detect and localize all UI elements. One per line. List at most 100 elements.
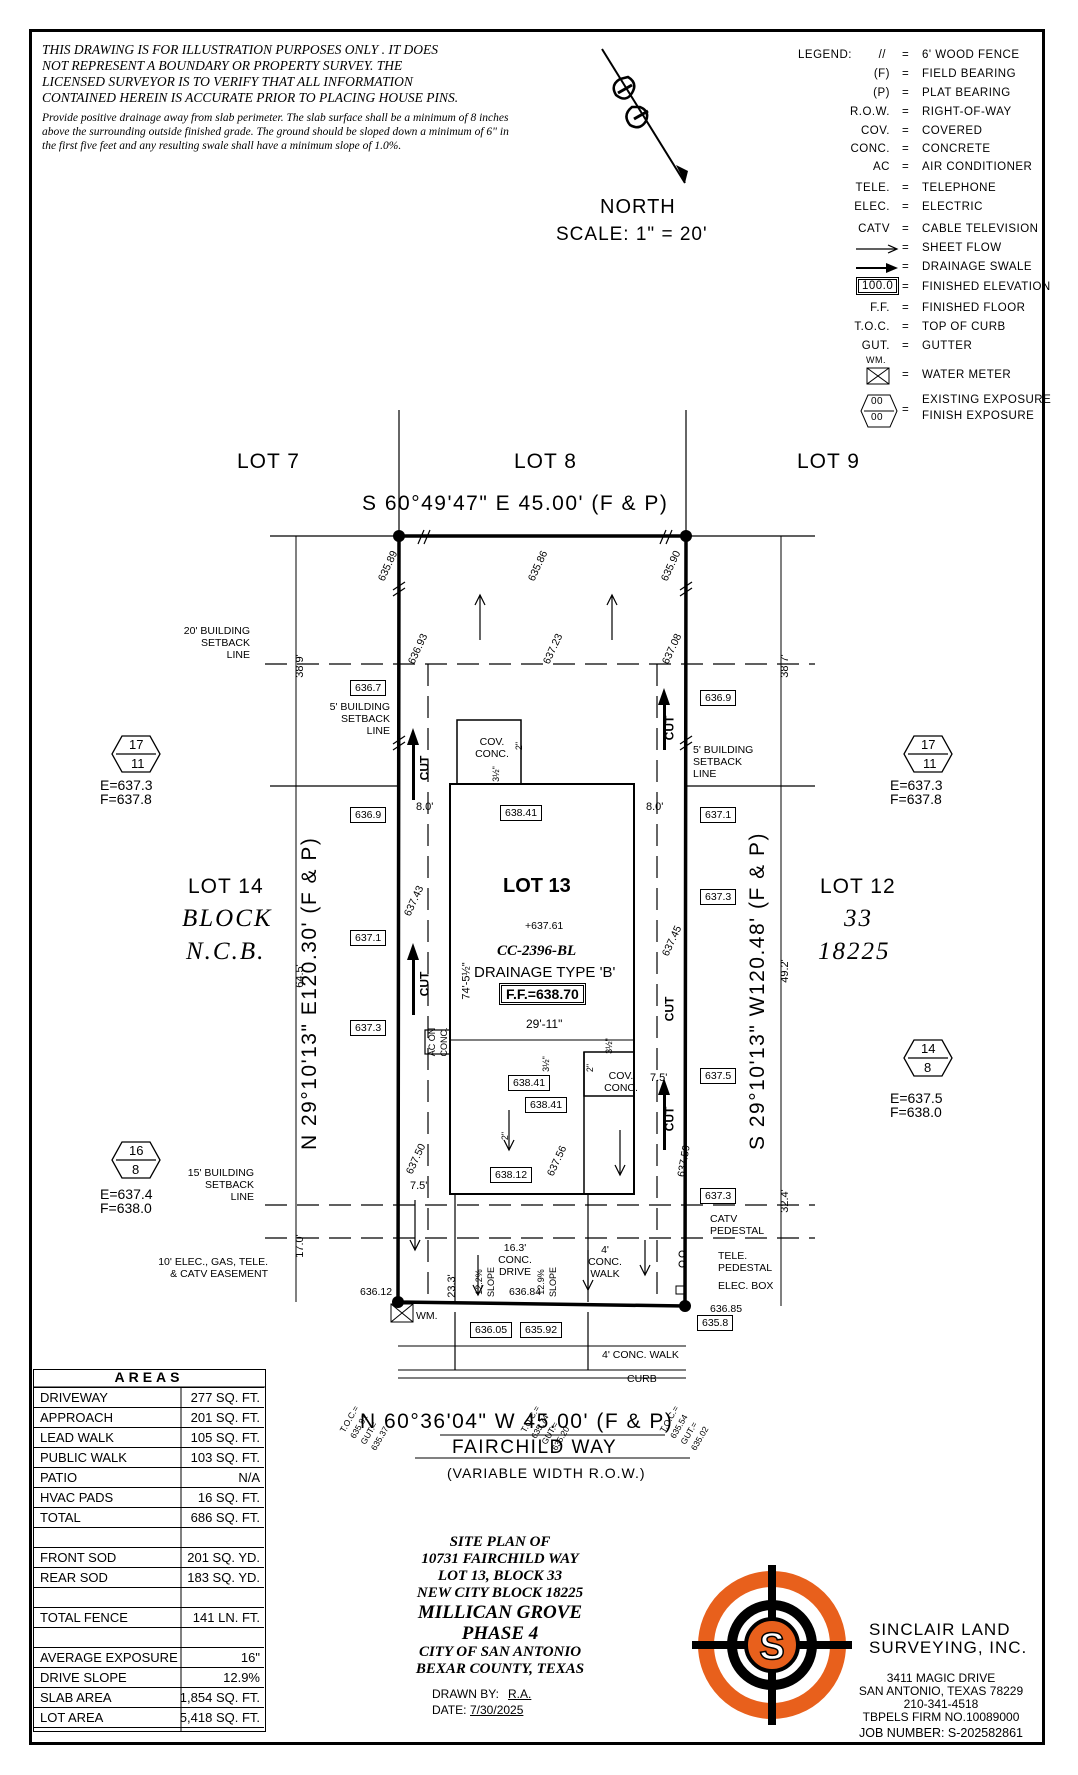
company-name-line2: SURVEYING, INC. [869, 1638, 1028, 1657]
disclaimer-line: THIS DRAWING IS FOR ILLUSTRATION PURPOSE… [42, 42, 438, 57]
covered-concrete-label: COV. CONC. [604, 1070, 638, 1094]
elevation-box: 636.9 [350, 807, 387, 823]
legend-eq: = [902, 404, 910, 416]
slope-label: 12.2% SLOPE [474, 1267, 496, 1298]
spot-elevation: 636.12 [360, 1286, 393, 1298]
ncb-label: N.C.B. [186, 938, 266, 965]
areas-row-name: DRIVEWAY [40, 1390, 108, 1405]
legend-key: (F) [873, 68, 890, 80]
title-line: SITE PLAN OF [449, 1534, 551, 1550]
drive-label: 16.3' CONC. DRIVE [498, 1242, 532, 1278]
exposure-finish: 8 [924, 1060, 932, 1075]
lot-14-label: LOT 14 [188, 875, 264, 898]
elevation-box: 637.1 [700, 807, 737, 823]
areas-row-value: 103 SQ. FT. [190, 1450, 260, 1465]
ac-pad-label: AC ON CONC. [427, 1027, 449, 1057]
dimension-text: 3½" [490, 766, 501, 782]
legend-value: DRAINAGE SWALE [922, 261, 1033, 273]
dimension-text: 8.0' [416, 801, 434, 813]
legend-value: GUTTER [922, 340, 973, 352]
legend-value: AIR CONDITIONER [922, 161, 1033, 173]
areas-row-value: 141 LN. FT. [192, 1610, 260, 1625]
legend-eq: = [902, 68, 910, 80]
legend-eq: = [902, 242, 910, 254]
areas-row [34, 1628, 264, 1648]
exposure-existing: 14 [921, 1041, 936, 1056]
setback-15-label: 15' BUILDING SETBACK LINE [187, 1167, 254, 1203]
legend-value: PLAT BEARING [922, 87, 1011, 99]
elevation-box: 636.7 [350, 680, 387, 696]
legend-eq: = [902, 302, 910, 314]
dimension-text: 3½" [540, 1056, 551, 1072]
legend-eq: = [902, 182, 910, 194]
disclaimer-note: THIS DRAWING IS FOR ILLUSTRATION PURPOSE… [42, 42, 512, 106]
elevation-box: 637.1 [350, 930, 387, 946]
title-line: 10731 FAIRCHILD WAY [421, 1551, 579, 1567]
legend-eq: = [902, 369, 910, 381]
exposure-fin: F=638.0 [890, 1104, 942, 1120]
elevation-box: 638.41 [500, 805, 543, 821]
drawing-frame [29, 29, 1045, 1745]
curb-label: CURB [627, 1373, 657, 1385]
drainage-type-label: DRAINAGE TYPE 'B' [474, 964, 616, 981]
logo-letter: S [759, 1626, 784, 1668]
legend-eq: = [902, 261, 910, 273]
areas-row-name: SLAB AREA [40, 1690, 112, 1705]
areas-row-name: LOT AREA [40, 1710, 104, 1725]
exposure-fin: F=638.0 [100, 1200, 152, 1216]
legend-value: FINISHED ELEVATION [922, 281, 1051, 293]
scale-label: SCALE: 1" = 20' [556, 224, 708, 245]
dimension-text: 38.9' [293, 654, 306, 678]
legend-value: WATER METER [922, 369, 1012, 381]
exposure-finish: 11 [131, 756, 145, 771]
date-value: 7/30/2025 [470, 1703, 524, 1717]
ncb-number: 18225 [818, 938, 891, 965]
left-bearing-text: N 29°10'13" E120.30' (F & P) [298, 836, 321, 1150]
legend-value: RIGHT-OF-WAY [922, 106, 1012, 118]
title-line: LOT 13, BLOCK 33 [437, 1568, 563, 1584]
legend-key: AC [873, 161, 890, 173]
legend-value: EXISTING EXPOSURE [922, 394, 1052, 406]
elevation-box: 637.3 [700, 1188, 737, 1204]
lot-9-label: LOT 9 [797, 450, 860, 473]
areas-row-name: PUBLIC WALK [40, 1450, 127, 1465]
areas-row-name: AVERAGE EXPOSURE [40, 1650, 178, 1665]
legend-key: (P) [873, 87, 890, 99]
company-logo-icon: S [692, 1565, 852, 1725]
legend-key: TELE. [855, 182, 890, 194]
setback-5-left-label: 5' BUILDING SETBACK LINE [329, 701, 390, 737]
legend-key: T.O.C. [854, 321, 890, 333]
company-address-2: SAN ANTONIO, TEXAS 78229 [858, 1684, 1024, 1698]
legend-key: CATV [858, 223, 890, 235]
dimension-text: 49.2' [778, 959, 791, 983]
legend-value: SHEET FLOW [922, 242, 1002, 254]
exposure-elev: E=637.3 [100, 777, 153, 793]
elevation-box: 635.92 [520, 1322, 563, 1338]
areas-row-value: 183 SQ. YD. [187, 1570, 260, 1585]
areas-row-value: 16" [240, 1650, 260, 1665]
legend-eq: = [902, 87, 910, 99]
legend-value: FINISH EXPOSURE [922, 410, 1035, 422]
cut-label: CUT [662, 996, 677, 1022]
elevation-box: 636.9 [700, 690, 737, 706]
legend-eq: = [902, 143, 910, 155]
cut-label: CUT [662, 715, 677, 741]
areas-title: AREAS [34, 1369, 264, 1388]
street-row-label: (VARIABLE WIDTH R.O.W.) [447, 1465, 646, 1481]
cut-label: CUT [417, 971, 432, 997]
legend-eq: = [902, 161, 910, 173]
legend-title: LEGEND: [798, 49, 852, 61]
dimension-text: 8.0' [646, 801, 664, 813]
disclaimer-line: NOT REPRESENT A BOUNDARY OR PROPERTY SUR… [42, 58, 403, 73]
legend-value: TOP OF CURB [922, 321, 1006, 333]
areas-row-name: APPROACH [40, 1410, 113, 1425]
lead-walk-label: 4' CONC. WALK [588, 1244, 622, 1280]
legend-value: FINISHED FLOOR [922, 302, 1026, 314]
legend-value: COVERED [922, 125, 983, 137]
exposure-existing: 17 [921, 737, 936, 752]
